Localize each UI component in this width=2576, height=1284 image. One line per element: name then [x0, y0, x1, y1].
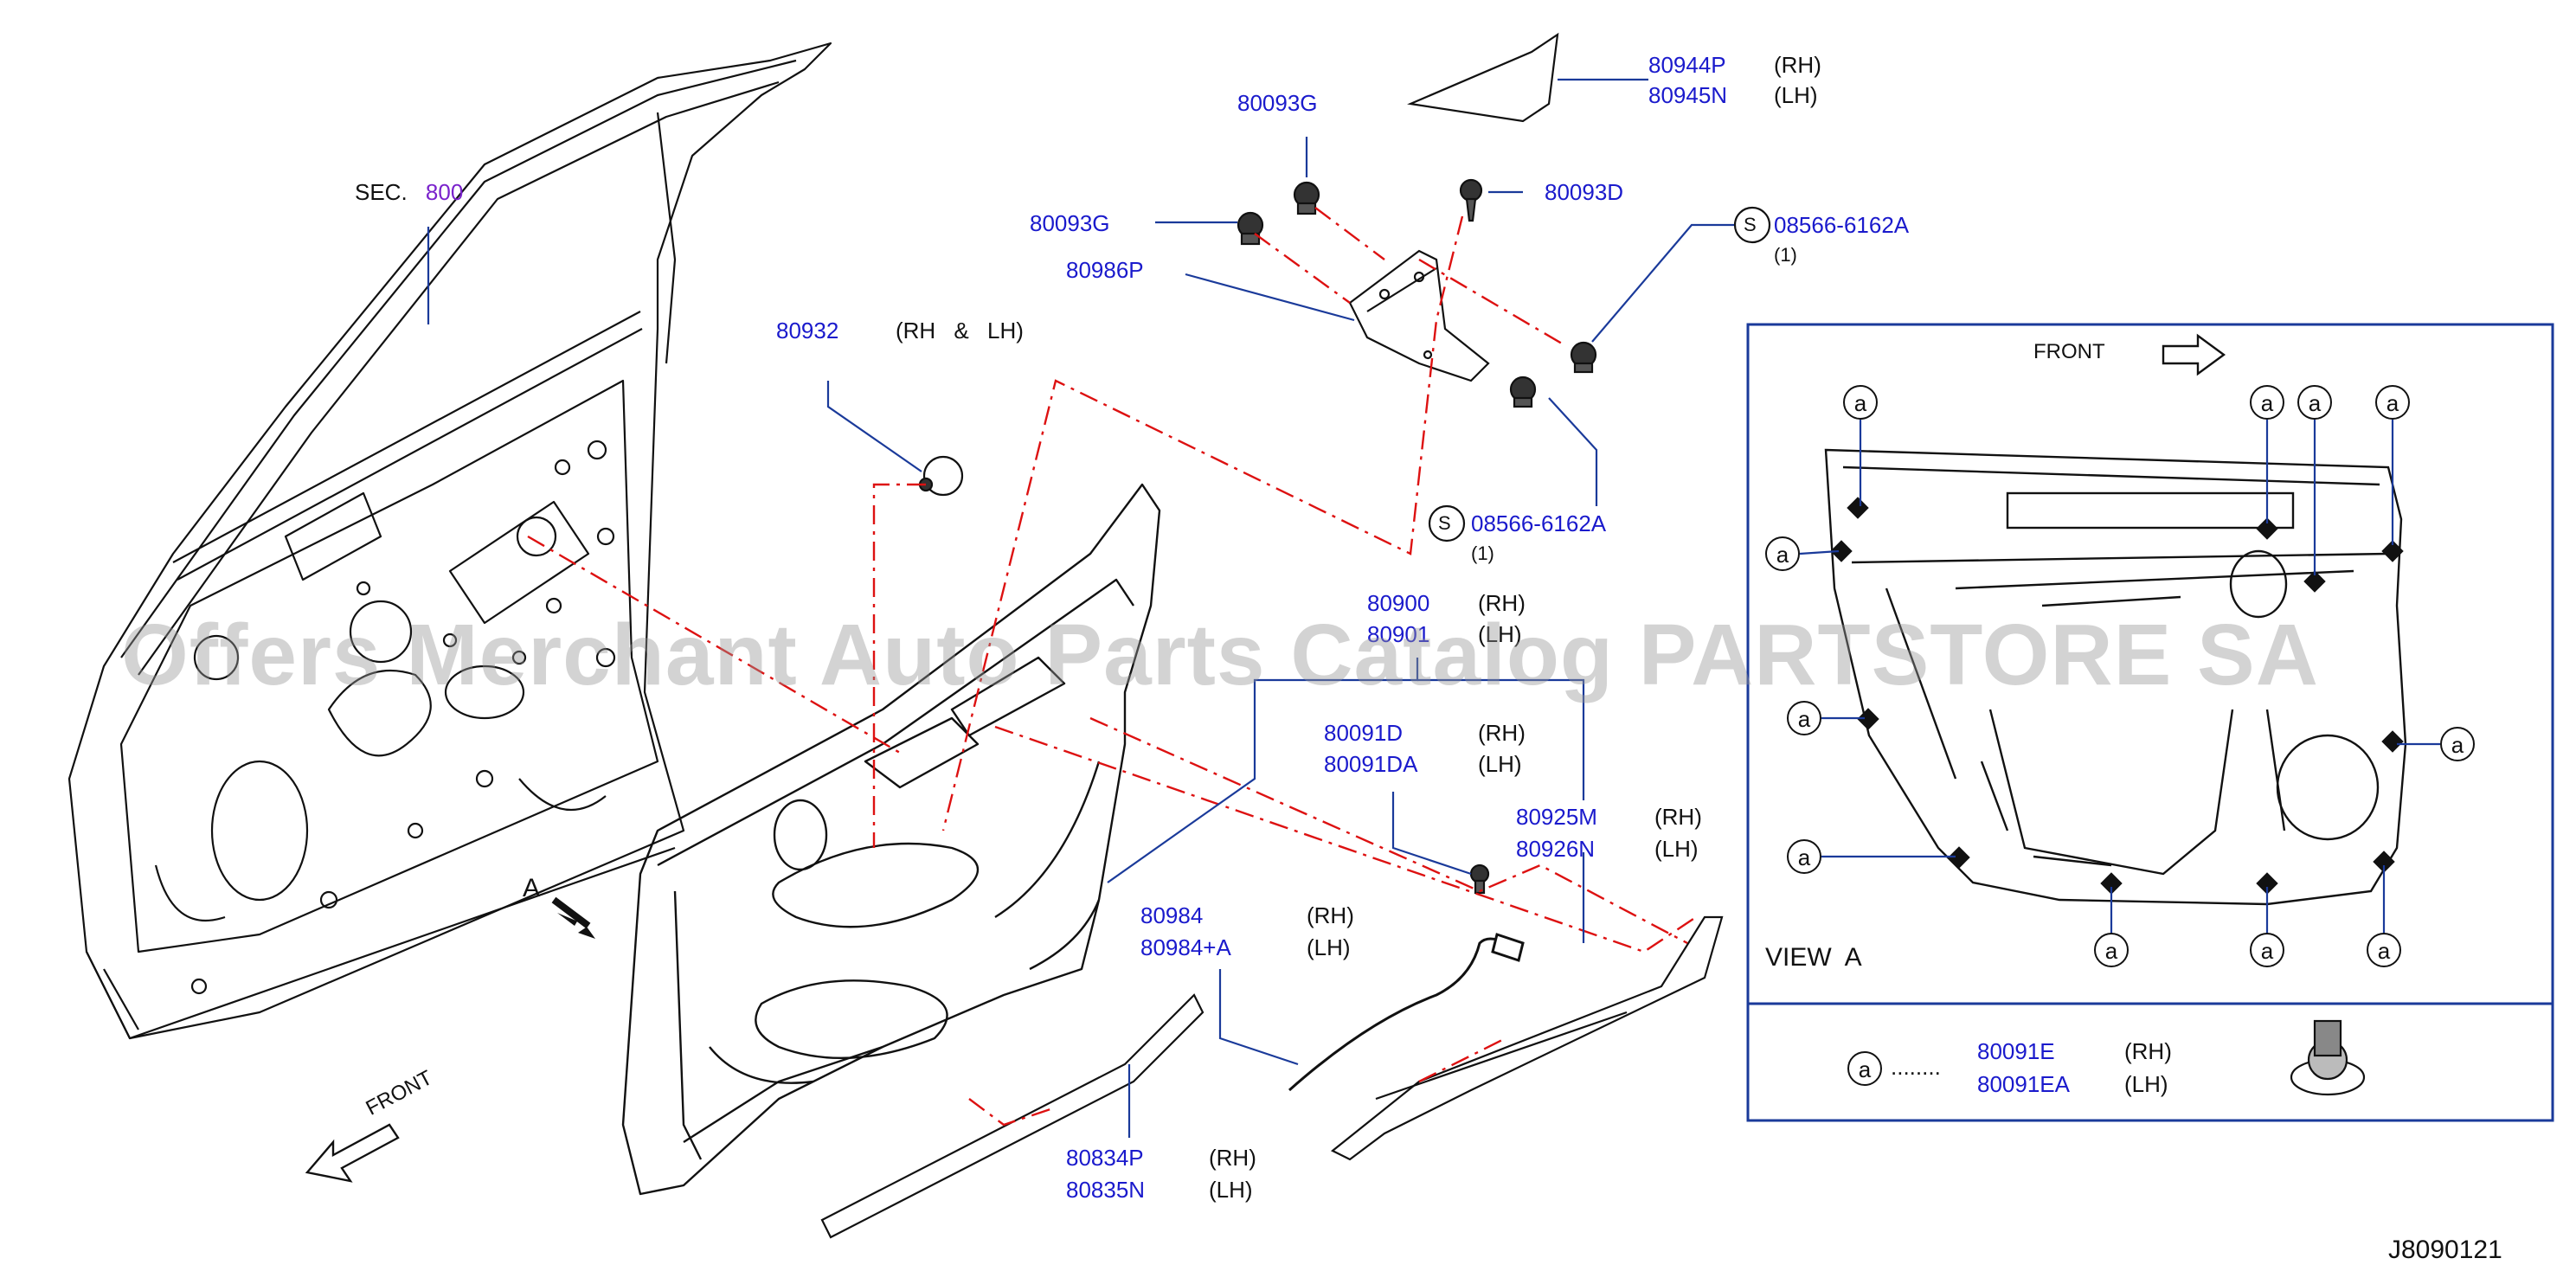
legend-code-80091e[interactable]: 80091E: [1977, 1038, 2055, 1064]
part-side-80925m: (RH): [1654, 804, 1702, 830]
door-shell-drawing: [67, 42, 832, 1040]
part-code-80986p[interactable]: 80986P: [1066, 257, 1144, 283]
part-code-80093g-top[interactable]: 80093G: [1237, 90, 1318, 116]
assembly-dashed-lines: [527, 207, 1697, 1127]
clip-callout-a11: a: [2250, 385, 2284, 420]
watermark: Offers Merchant Auto Parts Catalog PARTS…: [121, 607, 2319, 703]
view-a-marker-label: A: [523, 874, 541, 902]
part-qty-08566-top: (1): [1774, 244, 1797, 266]
part-code-80093g-left[interactable]: 80093G: [1030, 210, 1110, 236]
clip-callout-a10: a: [2297, 385, 2332, 420]
drawing-id: J8090121: [2388, 1236, 2502, 1264]
front-arrow-left-icon: [305, 1123, 400, 1183]
view-a-title: VIEW A: [1765, 943, 1862, 972]
lower-molding-drawing: [820, 993, 1204, 1239]
clip-80091d-icon: [1469, 863, 1490, 895]
part-side-80926n: (LH): [1654, 836, 1699, 862]
clip-80932-icon: [918, 455, 964, 497]
part-code-80944p[interactable]: 80944P: [1648, 52, 1726, 78]
part-code-80932[interactable]: 80932: [776, 318, 839, 343]
inset-callout-lines: [1799, 420, 2440, 934]
screw-symbol-mid: S: [1438, 512, 1451, 534]
harness-drawing: [1288, 933, 1525, 1092]
legend-clip-icon: [2290, 1019, 2366, 1096]
clip-callout-a5: a: [2094, 933, 2129, 967]
clip-80093d-icon: [1459, 178, 1483, 222]
part-code-80984a[interactable]: 80984+A: [1140, 934, 1231, 960]
clip-80093g-left-icon: [1237, 211, 1264, 246]
sec-ref-prefix: SEC.: [355, 179, 408, 205]
legend-side-80091e: (RH): [2124, 1038, 2172, 1064]
clip-callout-a6: a: [2250, 933, 2284, 967]
sec-ref: SEC. 800: [355, 179, 463, 205]
part-code-80901[interactable]: 80901: [1367, 621, 1430, 647]
part-note-80932: (RH & LH): [896, 318, 1024, 343]
part-code-80945n[interactable]: 80945N: [1648, 82, 1728, 108]
clip-callout-a9: a: [2375, 385, 2410, 420]
part-code-08566-top[interactable]: 08566-6162A: [1774, 212, 1910, 238]
top-parts-drawing: [918, 32, 1597, 895]
part-code-80925m[interactable]: 80925M: [1516, 804, 1597, 830]
view-a-inset: [1746, 323, 2554, 1122]
view-a-arrow-icon: [551, 896, 595, 939]
armrest-pad-drawing: [1330, 915, 1724, 1161]
part-side-80900: (RH): [1478, 590, 1526, 616]
part-code-80091d[interactable]: 80091D: [1324, 720, 1404, 746]
part-side-80945n: (LH): [1774, 82, 1818, 108]
part-code-80835n[interactable]: 80835N: [1066, 1177, 1146, 1203]
part-side-80984: (RH): [1307, 902, 1354, 928]
clip-callout-a7: a: [2367, 933, 2401, 967]
inset-door-trim-drawing: [1824, 448, 2407, 906]
part-code-80926n[interactable]: 80926N: [1516, 836, 1596, 862]
legend-side-80091ea: (LH): [2124, 1071, 2168, 1097]
part-side-80091da: (LH): [1478, 751, 1522, 777]
clip-callout-a2: a: [1765, 536, 1800, 571]
front-arrow-inset-icon: [2162, 333, 2226, 376]
door-trim-panel-drawing: [621, 483, 1161, 1196]
clip-80093g-top-icon: [1293, 181, 1320, 215]
part-qty-08566-mid: (1): [1471, 542, 1494, 564]
screw-symbol-top: S: [1744, 214, 1757, 235]
part-code-80984[interactable]: 80984: [1140, 902, 1204, 928]
part-code-80093d[interactable]: 80093D: [1545, 179, 1624, 205]
screw-mid-icon: [1509, 376, 1537, 408]
part-side-80901: (LH): [1478, 621, 1522, 647]
part-side-80834p: (RH): [1209, 1145, 1256, 1171]
part-side-80091d: (RH): [1478, 720, 1526, 746]
part-code-08566-mid[interactable]: 08566-6162A: [1471, 510, 1607, 536]
clip-callout-a3: a: [1787, 701, 1821, 735]
part-code-80900[interactable]: 80900: [1367, 590, 1430, 616]
part-side-80835n: (LH): [1209, 1177, 1253, 1203]
legend-code-80091ea[interactable]: 80091EA: [1977, 1071, 2070, 1097]
part-code-80834p[interactable]: 80834P: [1066, 1145, 1144, 1171]
part-code-80091da[interactable]: 80091DA: [1324, 751, 1418, 777]
legend-dots: ........: [1891, 1054, 1941, 1080]
callout-leader-lines: [427, 78, 1735, 1138]
clip-callout-a1: a: [1843, 385, 1878, 420]
part-side-80984a: (LH): [1307, 934, 1351, 960]
sec-ref-number[interactable]: 800: [425, 179, 464, 205]
screw-symbol-circles: [1428, 206, 1771, 542]
legend-clip-callout: a: [1847, 1051, 1882, 1086]
part-side-80944p: (RH): [1774, 52, 1821, 78]
screw-top-icon: [1570, 341, 1597, 374]
front-label-inset: FRONT: [2033, 340, 2105, 363]
clip-callout-a4: a: [1787, 839, 1821, 874]
clip-callout-a8: a: [2440, 727, 2475, 761]
